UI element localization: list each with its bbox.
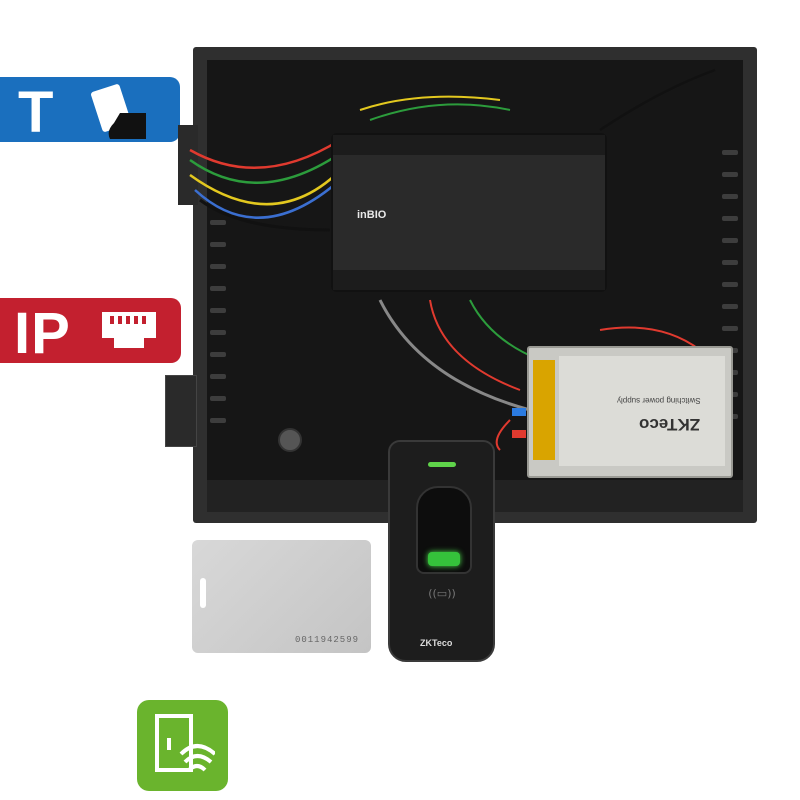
access-controller: inBIO	[333, 135, 605, 290]
psu-brand: ZKTeco	[639, 415, 701, 434]
ethernet-port-icon	[102, 312, 156, 348]
controller-top-terminal-strip	[333, 135, 605, 155]
badge-letter-t: T	[18, 80, 54, 145]
sensor-glow	[428, 552, 460, 566]
card-punch-slot	[200, 578, 206, 608]
ip-network-badge: IP	[0, 298, 181, 366]
controller-bottom-terminal-strip	[333, 270, 605, 290]
psu-label-panel: Switching power supply ZKTeco	[559, 356, 725, 466]
left-vent	[210, 220, 230, 450]
badge-letter-ip: IP	[14, 301, 71, 366]
card-access-badge: T	[0, 77, 180, 145]
controller-logo: inBIO	[357, 209, 387, 221]
card-in-hand-icon	[91, 84, 146, 139]
psu-terminal-block	[533, 360, 555, 460]
psu-subtitle: Switching power supply	[617, 396, 701, 405]
card-number: 0011942599	[294, 635, 359, 645]
cabinet-lock-knob	[278, 428, 302, 452]
power-supply: Switching power supply ZKTeco	[527, 346, 733, 478]
rfid-door-icon	[155, 714, 215, 772]
fingerprint-sensor-window	[416, 486, 472, 574]
cabinet-hinge	[165, 375, 197, 447]
fingerprint-reader: ((▭)) ZKTeco	[388, 440, 495, 662]
rfid-door-badge	[137, 700, 228, 791]
proximity-card: 0011942599	[192, 540, 371, 653]
reader-brand: ZKTeco	[420, 638, 453, 648]
reader-status-led	[428, 462, 456, 467]
cabinet-latch	[178, 125, 198, 205]
rf-card-icon: ((▭))	[428, 587, 456, 600]
